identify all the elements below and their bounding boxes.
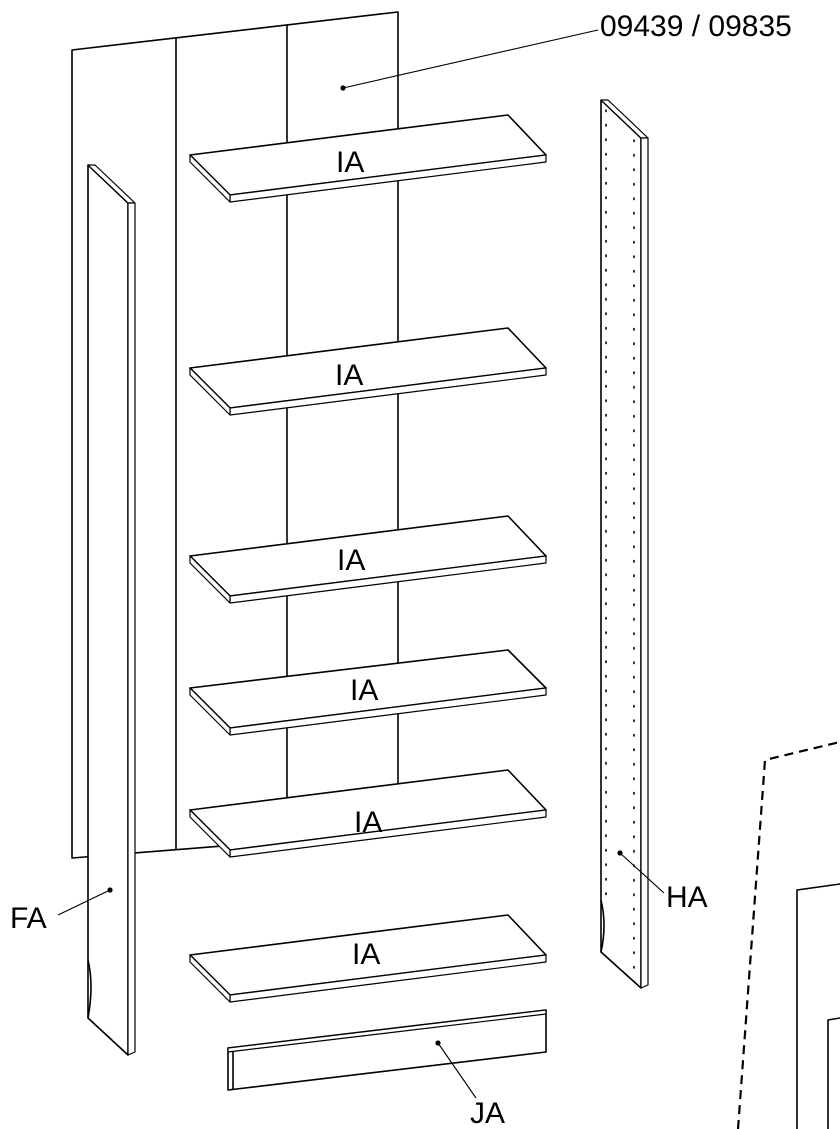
left-side-callout: FA [10, 887, 113, 935]
shelf-5: IA [189, 769, 547, 858]
shelf-2: IA [189, 327, 547, 416]
shelf-6: IA [189, 914, 547, 1003]
left-side-panel [87, 164, 136, 1056]
back-panel-label: 09439 / 09835 [600, 10, 792, 43]
right-side-callout: HA [617, 850, 708, 914]
shelf-label: IA [337, 544, 365, 577]
back-panel-callout: 09439 / 09835 [340, 10, 792, 91]
shelf-3: IA [189, 515, 547, 604]
shelf-label: IA [354, 806, 382, 839]
shelf-label: IA [350, 674, 378, 707]
shelf-label: IA [335, 359, 363, 392]
plinth-label: JA [470, 1097, 505, 1129]
plinth-callout: JA [435, 1040, 505, 1129]
plinth [227, 1009, 547, 1091]
shelf-label: IA [336, 146, 364, 179]
detail-inset [736, 740, 840, 1129]
shelf-4: IA [189, 649, 547, 736]
shelf-label: IA [352, 938, 380, 971]
left-side-label: FA [10, 902, 47, 935]
right-side-label: HA [666, 881, 708, 914]
right-side-panel [600, 99, 649, 989]
shelf-1: IA [189, 114, 547, 203]
